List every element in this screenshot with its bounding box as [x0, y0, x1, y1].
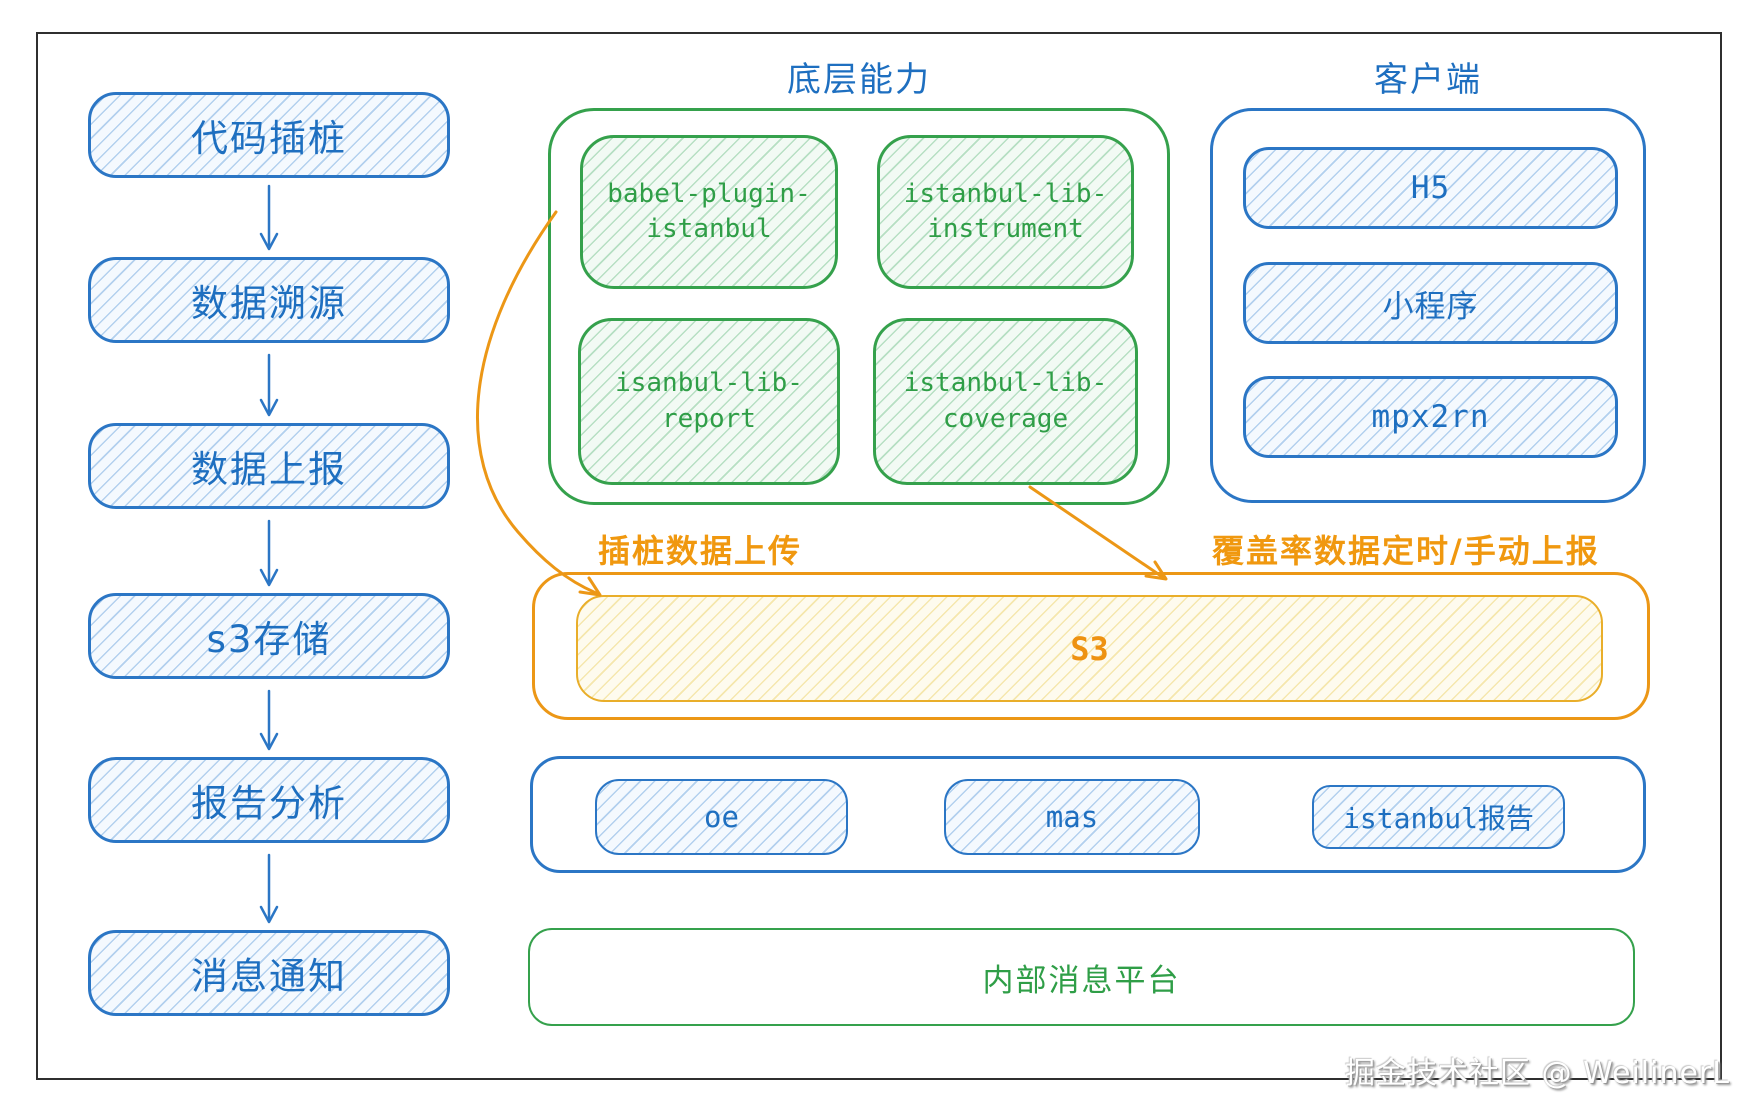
flow-step-code-instrumentation: 代码插桩 — [88, 92, 450, 178]
s3-storage-box: S3 — [576, 595, 1603, 702]
flow-step-data-tracing: 数据溯源 — [88, 257, 450, 343]
reports-container — [530, 756, 1646, 873]
capability-label: isanbul-lib-report — [615, 368, 803, 434]
capability-istanbul-lib-instrument: istanbul-lib-instrument — [877, 135, 1134, 289]
diagram-frame — [36, 32, 1722, 1080]
capability-istanbul-lib-coverage: istanbul-lib-coverage — [873, 318, 1138, 485]
flow-step-label: 消息通知 — [191, 955, 347, 998]
capability-babel-plugin-istanbul: babel-plugin-istanbul — [580, 135, 838, 289]
clients-container — [1210, 108, 1646, 503]
clients-title: 客户端 — [1374, 60, 1482, 100]
flow-step-report-analysis: 报告分析 — [88, 757, 450, 843]
flow-step-label: 数据上报 — [191, 448, 347, 491]
flow-step-label: 代码插桩 — [191, 117, 347, 160]
flow-step-data-reporting: 数据上报 — [88, 423, 450, 509]
client-miniprogram: 小程序 — [1243, 262, 1618, 344]
flow-step-label: s3存储 — [206, 618, 332, 661]
capabilities-title: 底层能力 — [787, 60, 931, 100]
capability-isanbul-lib-report: isanbul-lib-report — [578, 318, 840, 485]
client-mpx2rn: mpx2rn — [1243, 376, 1618, 458]
flow-step-s3-storage: s3存储 — [88, 593, 450, 679]
flow-step-message-notify: 消息通知 — [88, 930, 450, 1016]
report-label: mas — [1045, 800, 1099, 834]
messaging-platform-box: 内部消息平台 — [528, 928, 1635, 1026]
client-label: 小程序 — [1382, 288, 1479, 325]
report-istanbul: istanbul报告 — [1312, 785, 1565, 849]
messaging-platform-label: 内部消息平台 — [982, 962, 1181, 999]
s3-label: S3 — [1070, 629, 1109, 668]
report-label: istanbul报告 — [1343, 802, 1534, 835]
capability-label: babel-plugin-istanbul — [607, 178, 811, 244]
capability-label: istanbul-lib-coverage — [903, 368, 1108, 434]
report-mas: mas — [944, 779, 1200, 855]
client-label: H5 — [1410, 170, 1451, 206]
watermark: 掘金技术社区 @ WeilinerL — [1345, 1056, 1730, 1091]
client-h5: H5 — [1243, 147, 1618, 229]
report-label: oe — [704, 800, 739, 834]
upload-label-coverage-data: 覆盖率数据定时/手动上报 — [1212, 532, 1600, 570]
capability-label: istanbul-lib-instrument — [903, 178, 1108, 244]
flow-step-label: 数据溯源 — [191, 282, 347, 325]
report-oe: oe — [595, 779, 848, 855]
flow-step-label: 报告分析 — [191, 782, 347, 825]
upload-label-instrumented-data: 插桩数据上传 — [598, 532, 803, 570]
client-label: mpx2rn — [1371, 399, 1490, 435]
